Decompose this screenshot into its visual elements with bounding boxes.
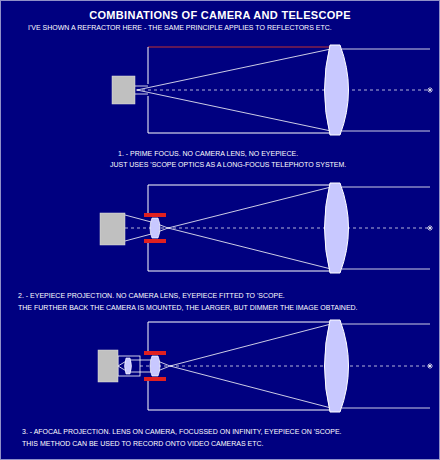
camera-lens	[125, 358, 132, 374]
light-ray	[342, 131, 430, 132]
eyepiece-holder	[144, 351, 166, 355]
light-ray	[170, 366, 331, 408]
eyepiece-holder	[144, 377, 166, 381]
method-caption: THE FURTHER BACK THE CAMERA IS MOUNTED, …	[18, 304, 358, 312]
light-ray	[342, 49, 430, 50]
tube-end	[148, 96, 149, 133]
camera-mount	[135, 86, 148, 87]
light-ray	[170, 324, 331, 366]
objective-lens	[325, 45, 349, 135]
objective-lens	[325, 320, 349, 412]
tube-end	[148, 185, 149, 213]
camera-mount	[135, 94, 148, 95]
optical-axis	[140, 366, 430, 367]
objective-lens	[325, 183, 349, 273]
method-caption: 1. - PRIME FOCUS. NO CAMERA LENS, NO EYE…	[118, 150, 298, 158]
eyepiece-lens	[150, 218, 160, 238]
subtitle-note: I'VE SHOWN A REFRACTOR HERE - THE SAME P…	[28, 24, 332, 32]
method-caption: 3. - AFOCAL PROJECTION. LENS ON CAMERA, …	[22, 428, 342, 436]
method-caption: THIS METHOD CAN BE USED TO RECORD ONTO V…	[22, 440, 264, 448]
optical-axis	[136, 90, 430, 91]
eyepiece-holder	[144, 239, 166, 243]
tube-wall	[148, 322, 331, 323]
star-symbol	[427, 363, 433, 369]
light-ray	[342, 187, 430, 188]
diagram-title: COMBINATIONS OF CAMERA AND TELESCOPE	[89, 9, 351, 21]
light-ray	[342, 324, 430, 325]
tube-wall	[148, 185, 331, 186]
eyepiece-projection-figure	[100, 183, 433, 273]
tube-end	[148, 243, 149, 271]
tube-wall	[148, 46, 331, 47]
light-ray	[342, 269, 430, 270]
camera-body	[100, 213, 125, 245]
camera-lens-barrel	[118, 356, 140, 376]
tube-wall	[148, 271, 331, 272]
star-symbol	[427, 87, 433, 93]
method-caption: 2. - EYEPIECE PROJECTION. NO CAMERA LENS…	[18, 292, 285, 300]
camera-body	[98, 350, 118, 382]
star-symbol	[427, 225, 433, 231]
eyepiece-holder	[144, 213, 166, 217]
light-ray	[342, 408, 430, 409]
tube-wall	[148, 133, 331, 134]
eyepiece-lens	[150, 356, 160, 376]
prime-focus-figure	[112, 45, 433, 135]
afocal-projection-figure	[98, 320, 433, 412]
tube-wall	[148, 410, 331, 411]
light-ray	[168, 228, 331, 269]
tube-end	[148, 47, 149, 84]
camera-body	[112, 76, 135, 104]
light-ray	[137, 49, 331, 90]
light-ray	[137, 90, 331, 131]
tube-end	[148, 322, 149, 351]
light-ray	[168, 187, 331, 228]
tube-end	[148, 381, 149, 410]
method-caption: JUST USES 'SCOPE OPTICS AS A LONG-FOCUS …	[110, 161, 346, 169]
